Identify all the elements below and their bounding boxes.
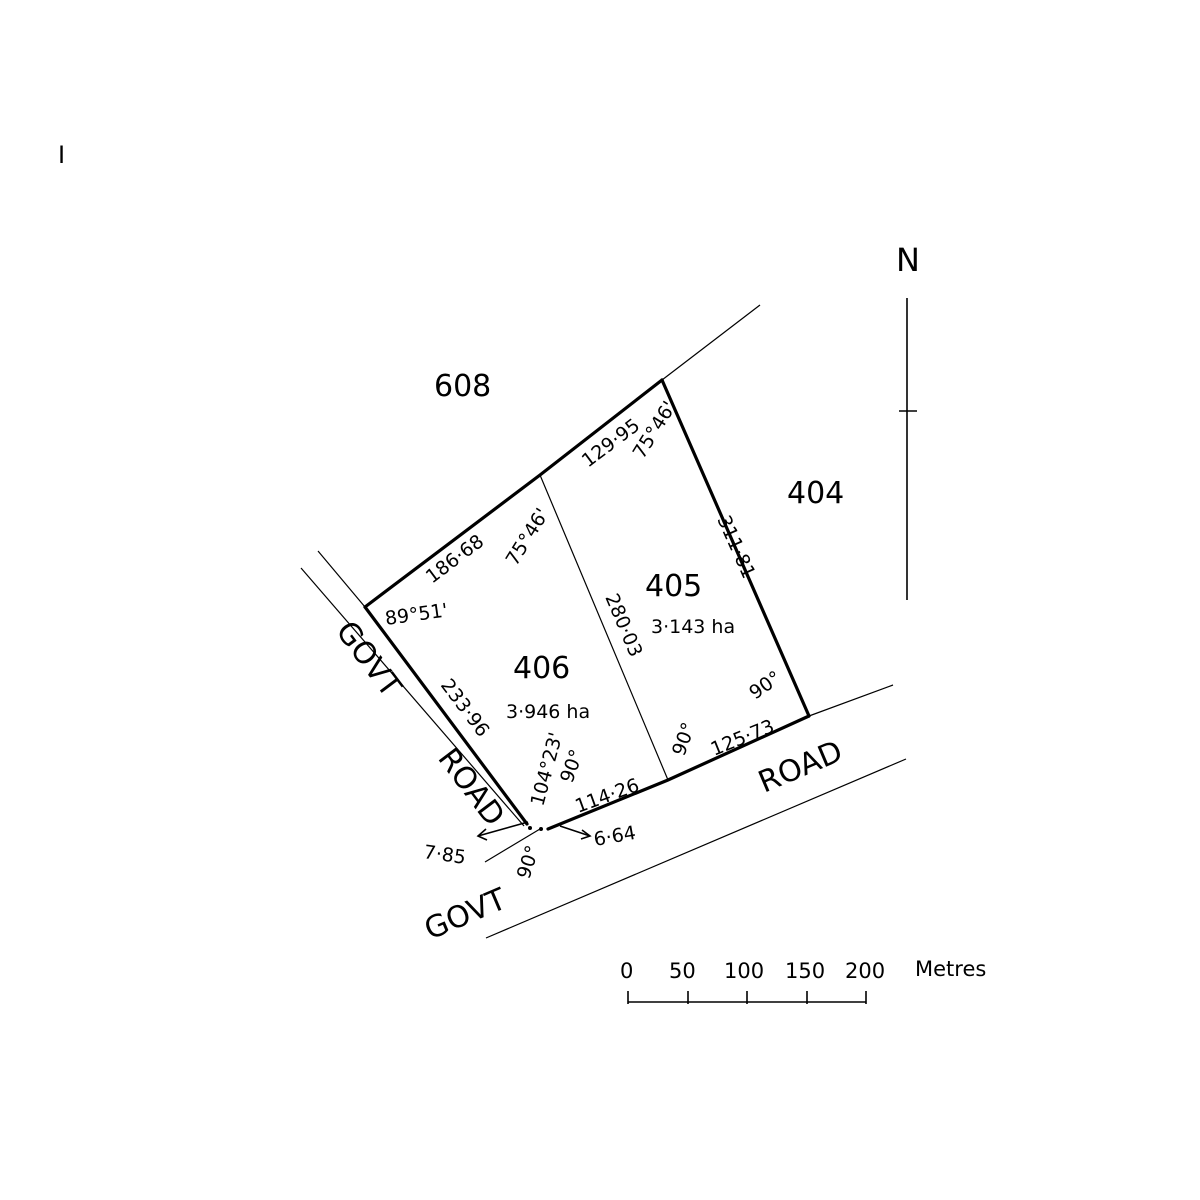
boundary-east [660, 378, 811, 718]
scale-label-100: 100 [724, 959, 764, 983]
arrow-7-85-head [476, 828, 488, 841]
arrow-7-85 [477, 821, 529, 837]
lot-406-number: 406 [513, 651, 570, 686]
dim-114-26: 114·26 [572, 774, 642, 817]
boundary-west [363, 605, 529, 826]
road-north-edge-extension [808, 684, 894, 717]
scale-label-200: 200 [845, 959, 885, 983]
corner-mark-1 [528, 826, 532, 830]
boundary-north [363, 378, 664, 609]
arrow-6-64-head [580, 829, 592, 840]
northeast-boundary-extension [661, 304, 761, 381]
scale-label-50: 50 [669, 959, 696, 983]
lot-405-number: 405 [645, 569, 702, 604]
north-arrow: N [896, 241, 920, 600]
scale-label-150: 150 [785, 959, 825, 983]
scale-unit: Metres [915, 957, 986, 981]
scale-label-0: 0 [620, 959, 633, 983]
arrow-6-64 [559, 825, 591, 837]
boundary-division-405-406 [539, 474, 669, 781]
corner-detail [476, 821, 592, 841]
road-label-govt-lower: GOVT [419, 882, 512, 948]
dim-6-64: 6·64 [592, 822, 637, 851]
corner-mark-2 [539, 827, 543, 831]
northwest-boundary-extension [317, 550, 366, 608]
north-label: N [896, 241, 920, 279]
dim-7-85: 7·85 [422, 841, 467, 869]
angle-90-mid: 90° [668, 720, 700, 759]
dim-311-81: 311·81 [712, 512, 759, 582]
dim-280-03: 280·03 [600, 590, 646, 660]
dim-233-96: 233·96 [436, 675, 494, 741]
govt-road-left-outer-edge [300, 567, 525, 827]
lot-406-area: 3·946 ha [506, 701, 590, 723]
lot-405-area: 3·143 ha [651, 616, 735, 638]
angle-75-46-mid: 75°46' [502, 504, 554, 569]
govt-road-lower-edge [485, 758, 907, 939]
scale-bar: 0 50 100 150 200 Metres [620, 957, 986, 1004]
lot-608-number: 608 [434, 369, 491, 404]
angle-90-bottom: 90° [513, 843, 544, 882]
lot-boundaries [363, 378, 811, 831]
sheet-marker: I [58, 141, 65, 169]
dim-125-73: 125·73 [708, 715, 778, 760]
road-corner-line [484, 828, 541, 863]
lot-404-number: 404 [787, 476, 844, 511]
angle-89-51: 89°51' [384, 599, 450, 630]
angle-90-right: 90° [745, 667, 785, 704]
